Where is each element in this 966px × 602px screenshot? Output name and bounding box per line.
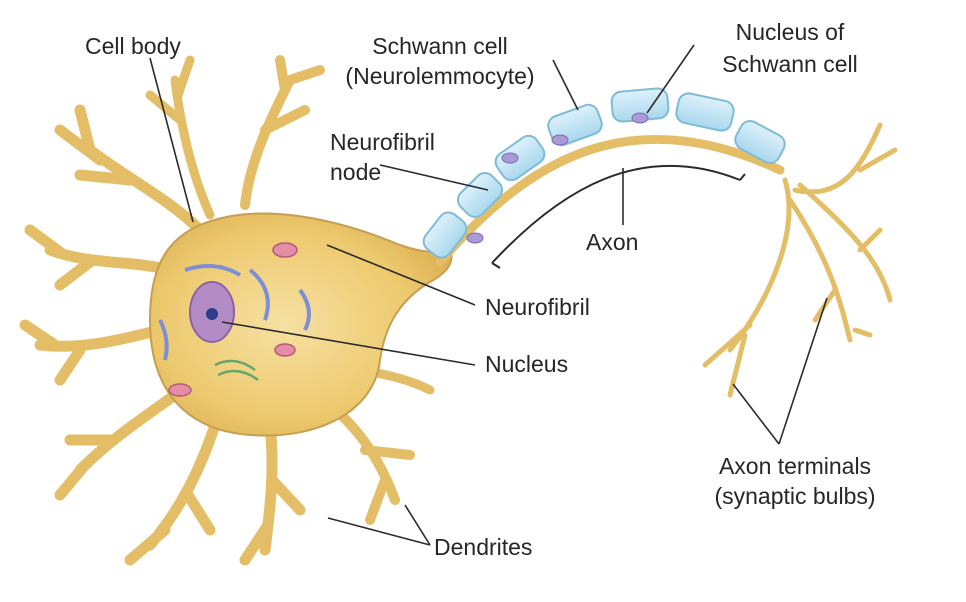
organelles [158, 242, 311, 397]
nucleolus [206, 308, 218, 320]
label-neurolemmocyte: (Neurolemmocyte) [345, 63, 535, 89]
label-nucleus-of-schwann-line1: Nucleus of [735, 19, 845, 45]
axon-terminal-branches [702, 122, 898, 398]
label-axon: Axon [586, 229, 639, 255]
axon [435, 134, 785, 267]
label-nucleus-of-schwann-line2: Schwann cell [722, 51, 858, 77]
myelin-sheath [422, 87, 786, 259]
label-synaptic-bulbs: (synaptic bulbs) [714, 483, 876, 509]
dendrites [19, 55, 435, 566]
label-axon-terminals-line1: Axon terminals [718, 453, 872, 479]
label-neurofibril-node-line1: Neurofibril [330, 129, 435, 155]
schwann-nuclei [466, 112, 649, 244]
label-cell-body: Cell body [85, 33, 181, 59]
label-schwann-cell: Schwann cell [372, 33, 508, 59]
label-dendrites: Dendrites [434, 534, 533, 560]
leader-lines [149, 44, 828, 546]
label-neurofibril-node-line2: node [330, 159, 382, 185]
label-neurofibril: Neurofibril [485, 294, 590, 320]
label-nucleus: Nucleus [485, 351, 569, 377]
